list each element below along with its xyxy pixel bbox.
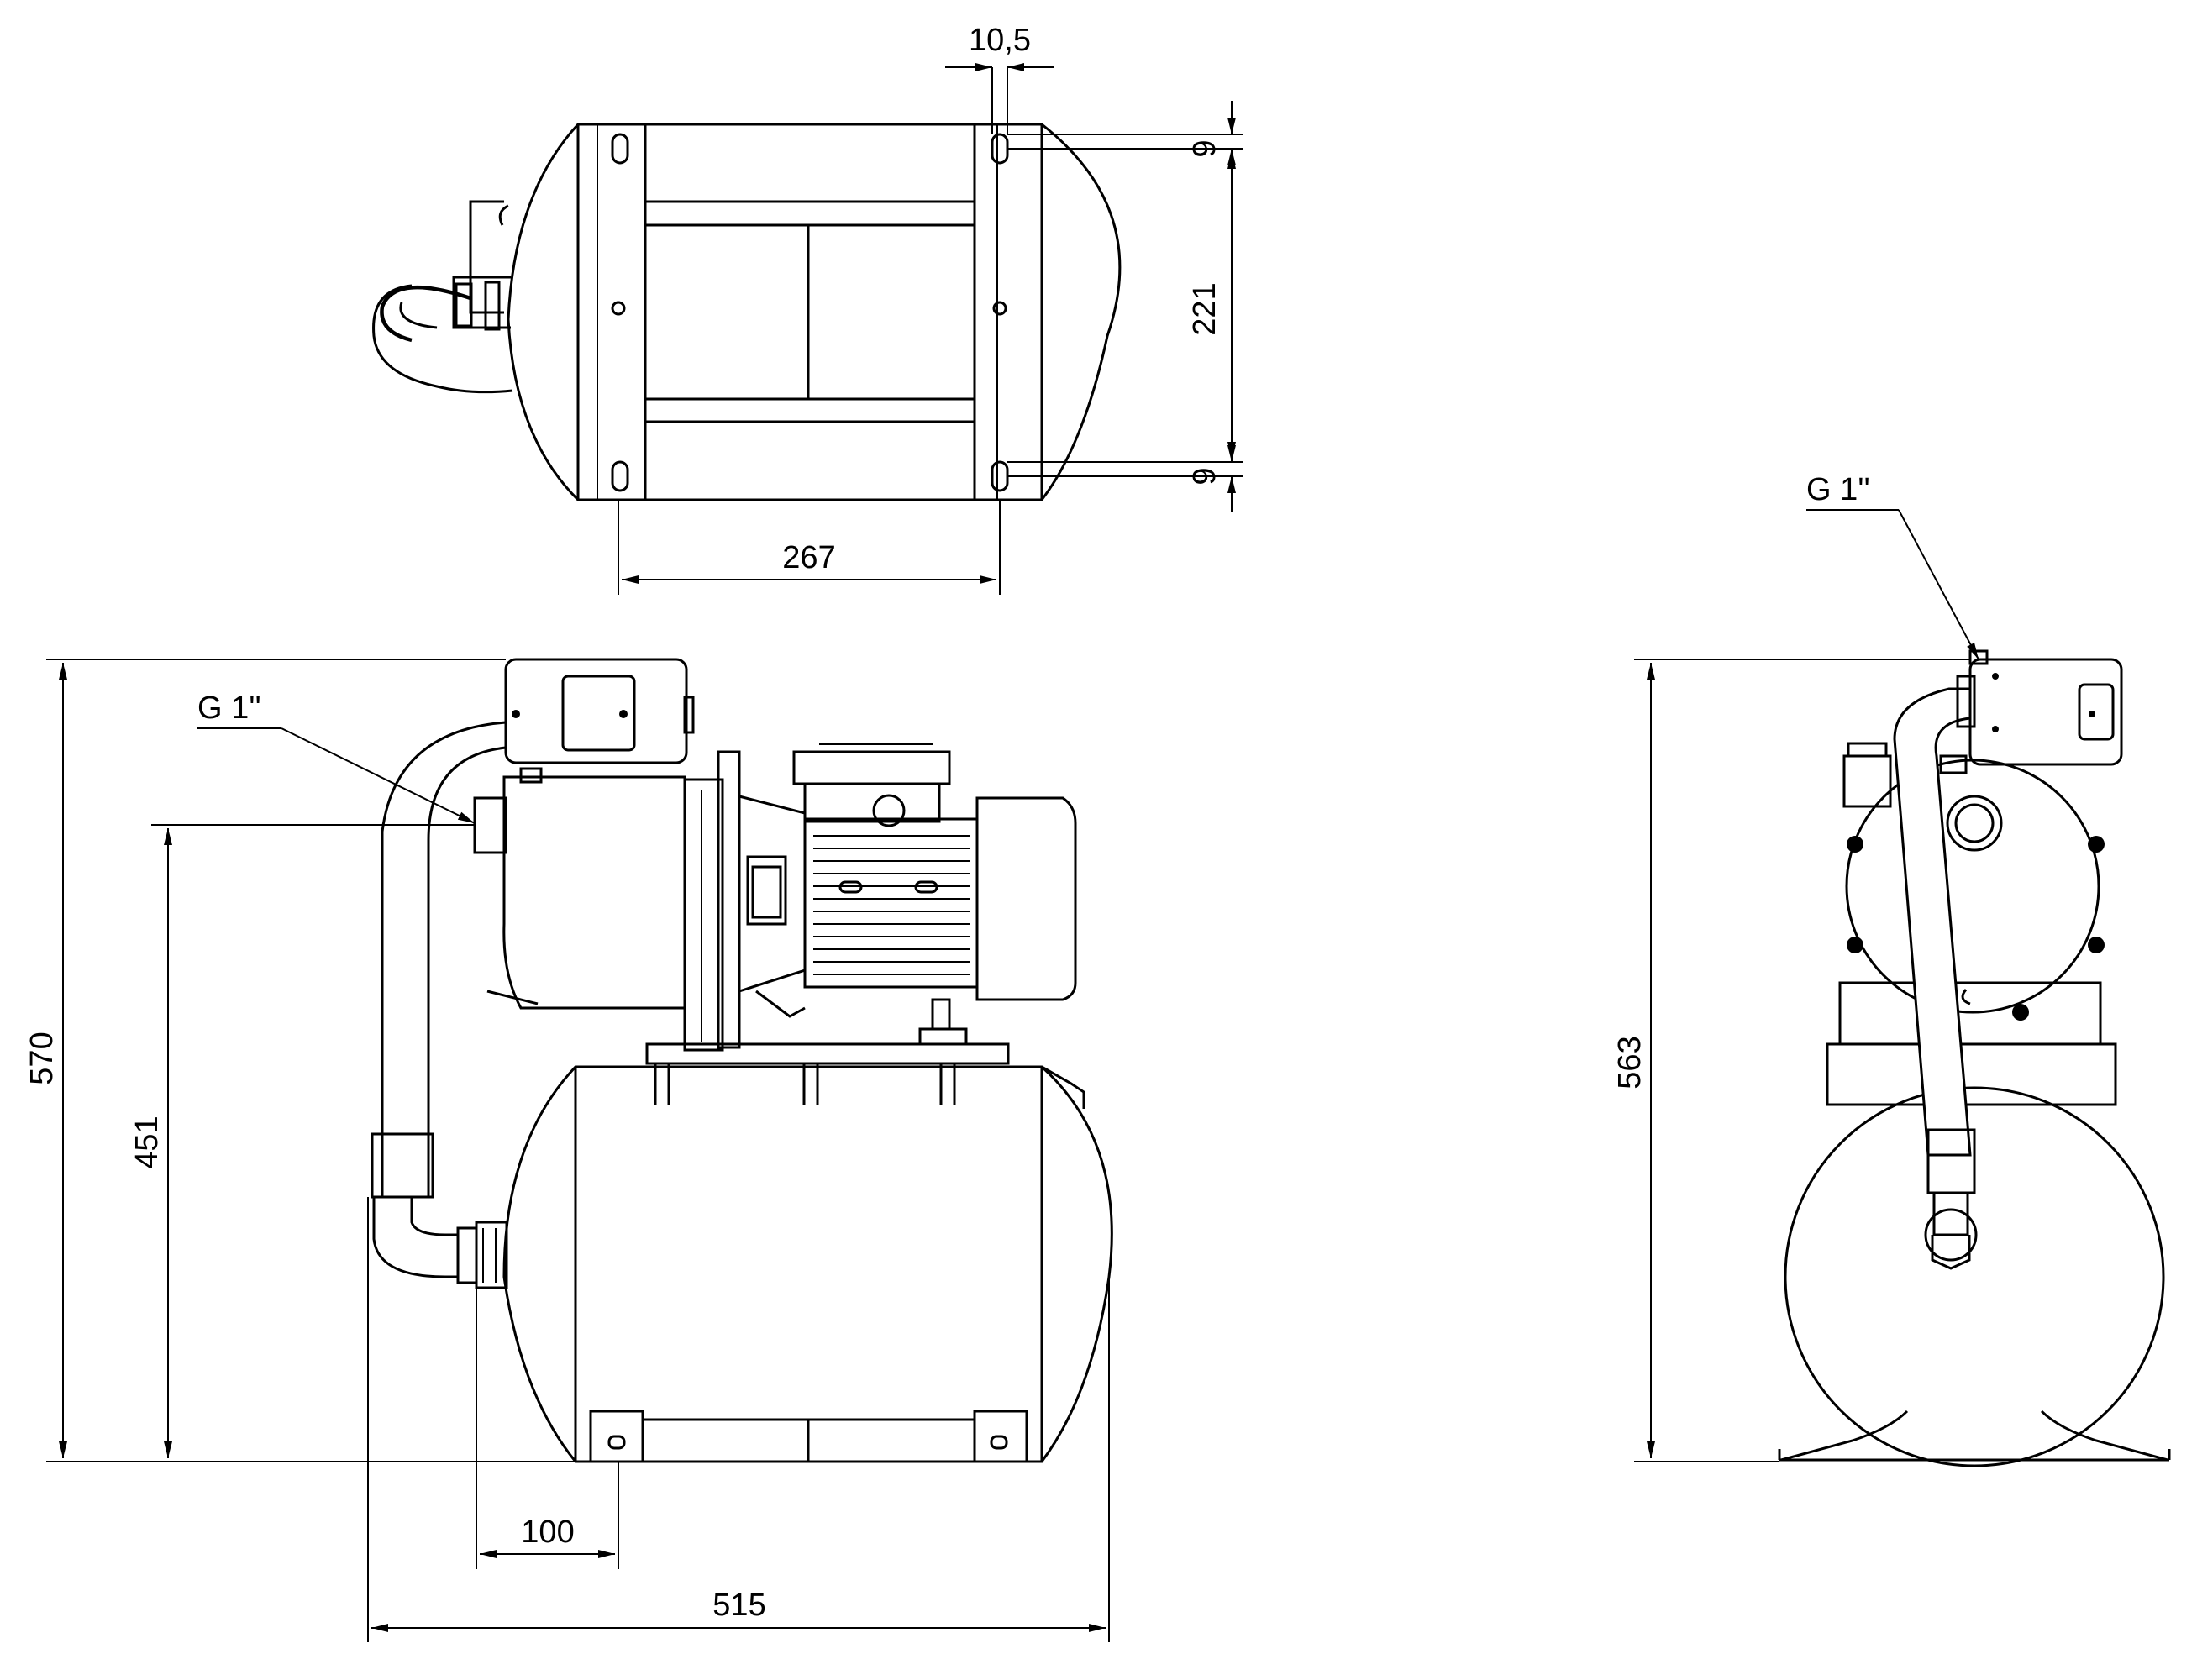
dim-inlet-offset: 100 xyxy=(521,1515,574,1550)
callout-front-thread: G 1'' xyxy=(197,690,261,726)
front-view xyxy=(371,658,1113,1463)
dim-side-height: 563 xyxy=(1612,1036,1648,1089)
top-view xyxy=(372,123,1122,501)
dim-slot-spacing: 221 xyxy=(1187,282,1222,335)
dim-total-length: 515 xyxy=(712,1588,765,1623)
side-view xyxy=(1778,649,2171,1467)
dim-inlet-height: 451 xyxy=(129,1116,165,1168)
dim-bolt-hole: 10,5 xyxy=(969,23,1031,58)
dim-slot-top: 9 xyxy=(1187,139,1222,157)
dim-top-width: 267 xyxy=(782,540,835,575)
callout-side-thread: G 1'' xyxy=(1806,472,1870,507)
dim-total-height: 570 xyxy=(24,1032,60,1084)
dim-slot-bottom: 9 xyxy=(1187,467,1222,485)
